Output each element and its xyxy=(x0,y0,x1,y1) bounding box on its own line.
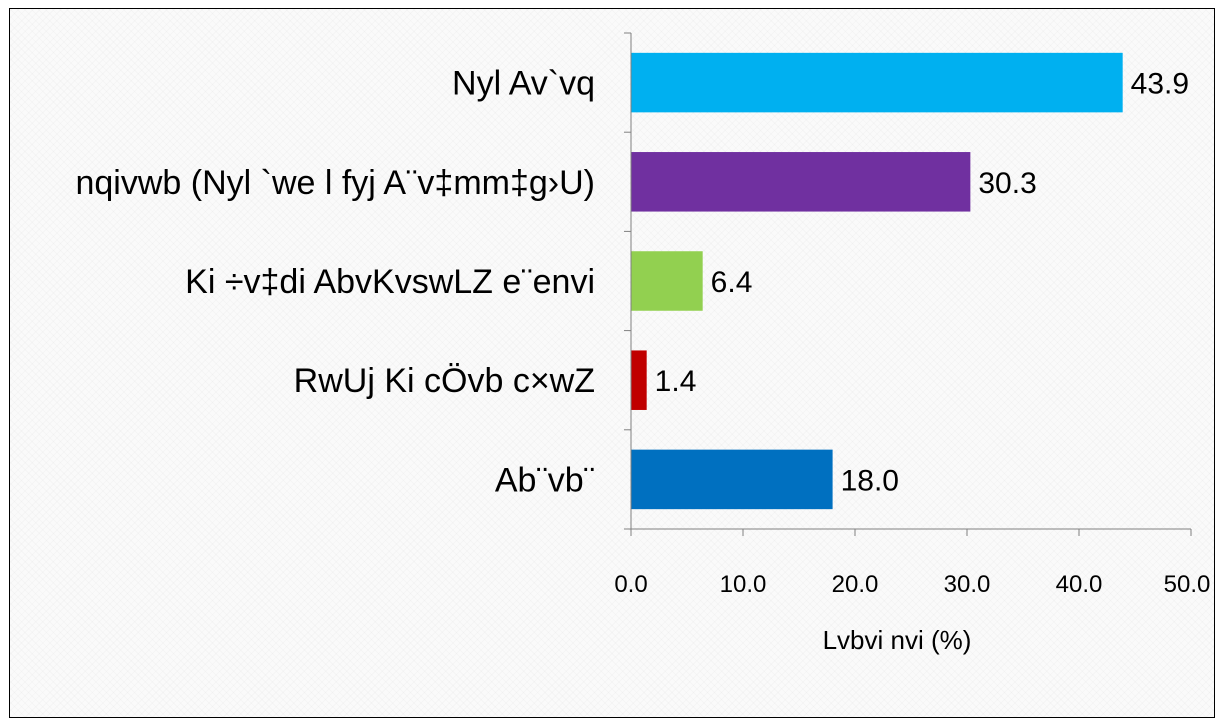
labels-layer: 43.9 Nyl Av`vq 30.3 nqivwb (Nyl `we l fyj A… xyxy=(75,65,1210,655)
value-label-4: 1.4 xyxy=(655,365,697,398)
bar-3 xyxy=(631,251,703,311)
chart-frame xyxy=(9,8,1215,718)
x-axis-title: Lvbvi nvi (%) xyxy=(823,625,972,655)
category-label-2: nqivwb (Nyl `we l fyj A¨v‡mm‡g›U) xyxy=(75,164,595,202)
x-tick-label-0: 0.0 xyxy=(614,571,647,598)
value-label-3: 6.4 xyxy=(711,266,753,299)
bar-2 xyxy=(631,152,971,212)
x-tick-label-2: 20.0 xyxy=(832,571,879,598)
bar-1 xyxy=(631,52,1123,113)
category-label-1: Nyl Av`vq xyxy=(452,65,595,103)
axes-layer xyxy=(624,32,1192,536)
bar-4 xyxy=(631,350,647,410)
x-tick-label-5: 50.0 xyxy=(1164,571,1211,598)
value-label-5: 18.0 xyxy=(841,464,899,497)
x-tick-label-3: 30.0 xyxy=(944,571,991,598)
category-label-4: RwUj Ki cÖvb c×wZ xyxy=(294,362,595,400)
x-tick-label-1: 10.0 xyxy=(720,571,767,598)
category-label-5: Ab¨vb¨ xyxy=(495,461,595,499)
value-label-1: 43.9 xyxy=(1131,68,1189,101)
value-label-2: 30.3 xyxy=(978,167,1036,200)
bars-layer xyxy=(631,52,1123,510)
bar-5 xyxy=(631,449,833,510)
x-tick-label-4: 40.0 xyxy=(1056,571,1103,598)
category-label-3: Ki ÷v‡di AbvKvswLZ e¨envi xyxy=(185,263,595,301)
